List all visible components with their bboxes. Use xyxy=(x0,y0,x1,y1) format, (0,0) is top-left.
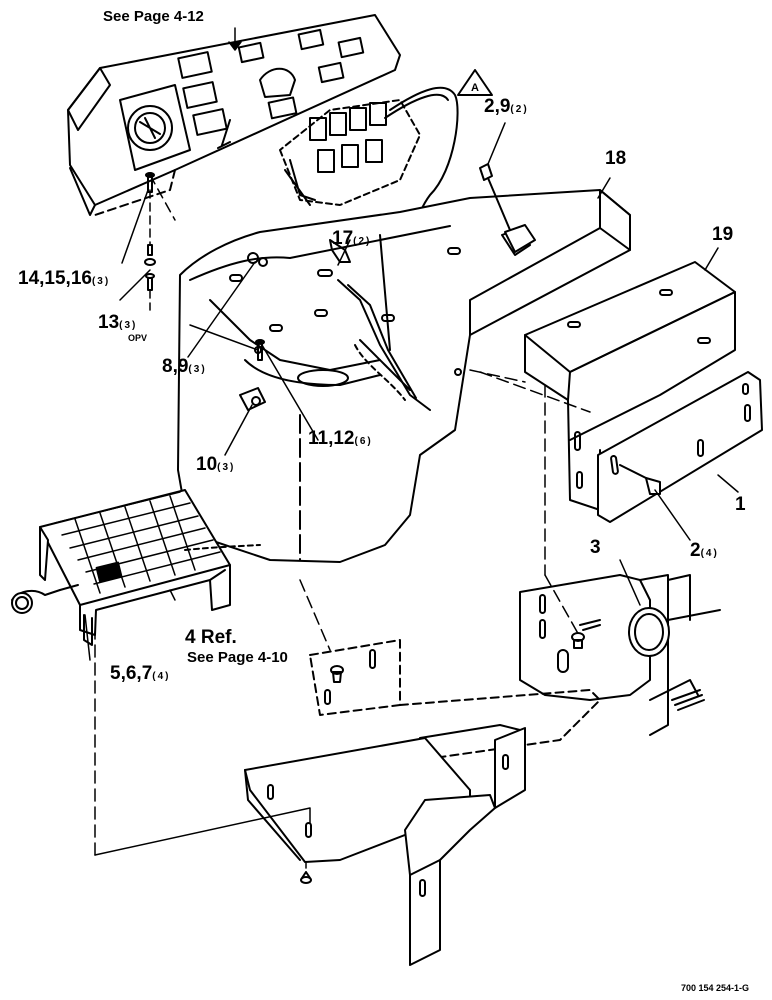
callout-3: 3 xyxy=(590,537,601,558)
callout-18: 18 xyxy=(605,148,627,169)
reference-page-4-10: See Page 4-10 xyxy=(187,649,288,666)
callout-flag-a: A xyxy=(457,69,493,96)
callout-8-9: 8,9(3) xyxy=(162,356,207,377)
cab-panel xyxy=(177,189,631,563)
callout-13: 13(3) xyxy=(98,312,138,333)
leader-lines xyxy=(84,27,739,874)
callout-1: 1 xyxy=(735,494,746,515)
reference-top: See Page 4-12 xyxy=(103,8,204,25)
lower-frame xyxy=(244,574,721,966)
reference-part-4: 4 Ref. xyxy=(185,627,237,648)
switch-module xyxy=(11,489,261,646)
callout-13-note: OPV xyxy=(128,333,148,343)
callout-2-9: 2,9(2) xyxy=(484,96,529,117)
plate-1 xyxy=(597,371,763,523)
bolt-2 xyxy=(619,464,661,495)
drawing-number: 700 154 254-1-G xyxy=(681,983,750,993)
callout-5-6-7: 5,6,7(4) xyxy=(110,663,171,684)
callout-14-15-16: 14,15,16(3) xyxy=(18,268,111,289)
callout-2: 2(4) xyxy=(690,540,719,561)
callout-19: 19 xyxy=(712,224,734,245)
callout-flag-label: A xyxy=(471,82,479,94)
callout-11-12: 11,12(6) xyxy=(308,428,373,449)
callout-17: 17(2) xyxy=(332,228,372,249)
callout-10: 10(3) xyxy=(196,454,236,475)
hardware xyxy=(144,163,536,361)
light-3 xyxy=(628,607,670,657)
upper-console xyxy=(67,14,401,216)
